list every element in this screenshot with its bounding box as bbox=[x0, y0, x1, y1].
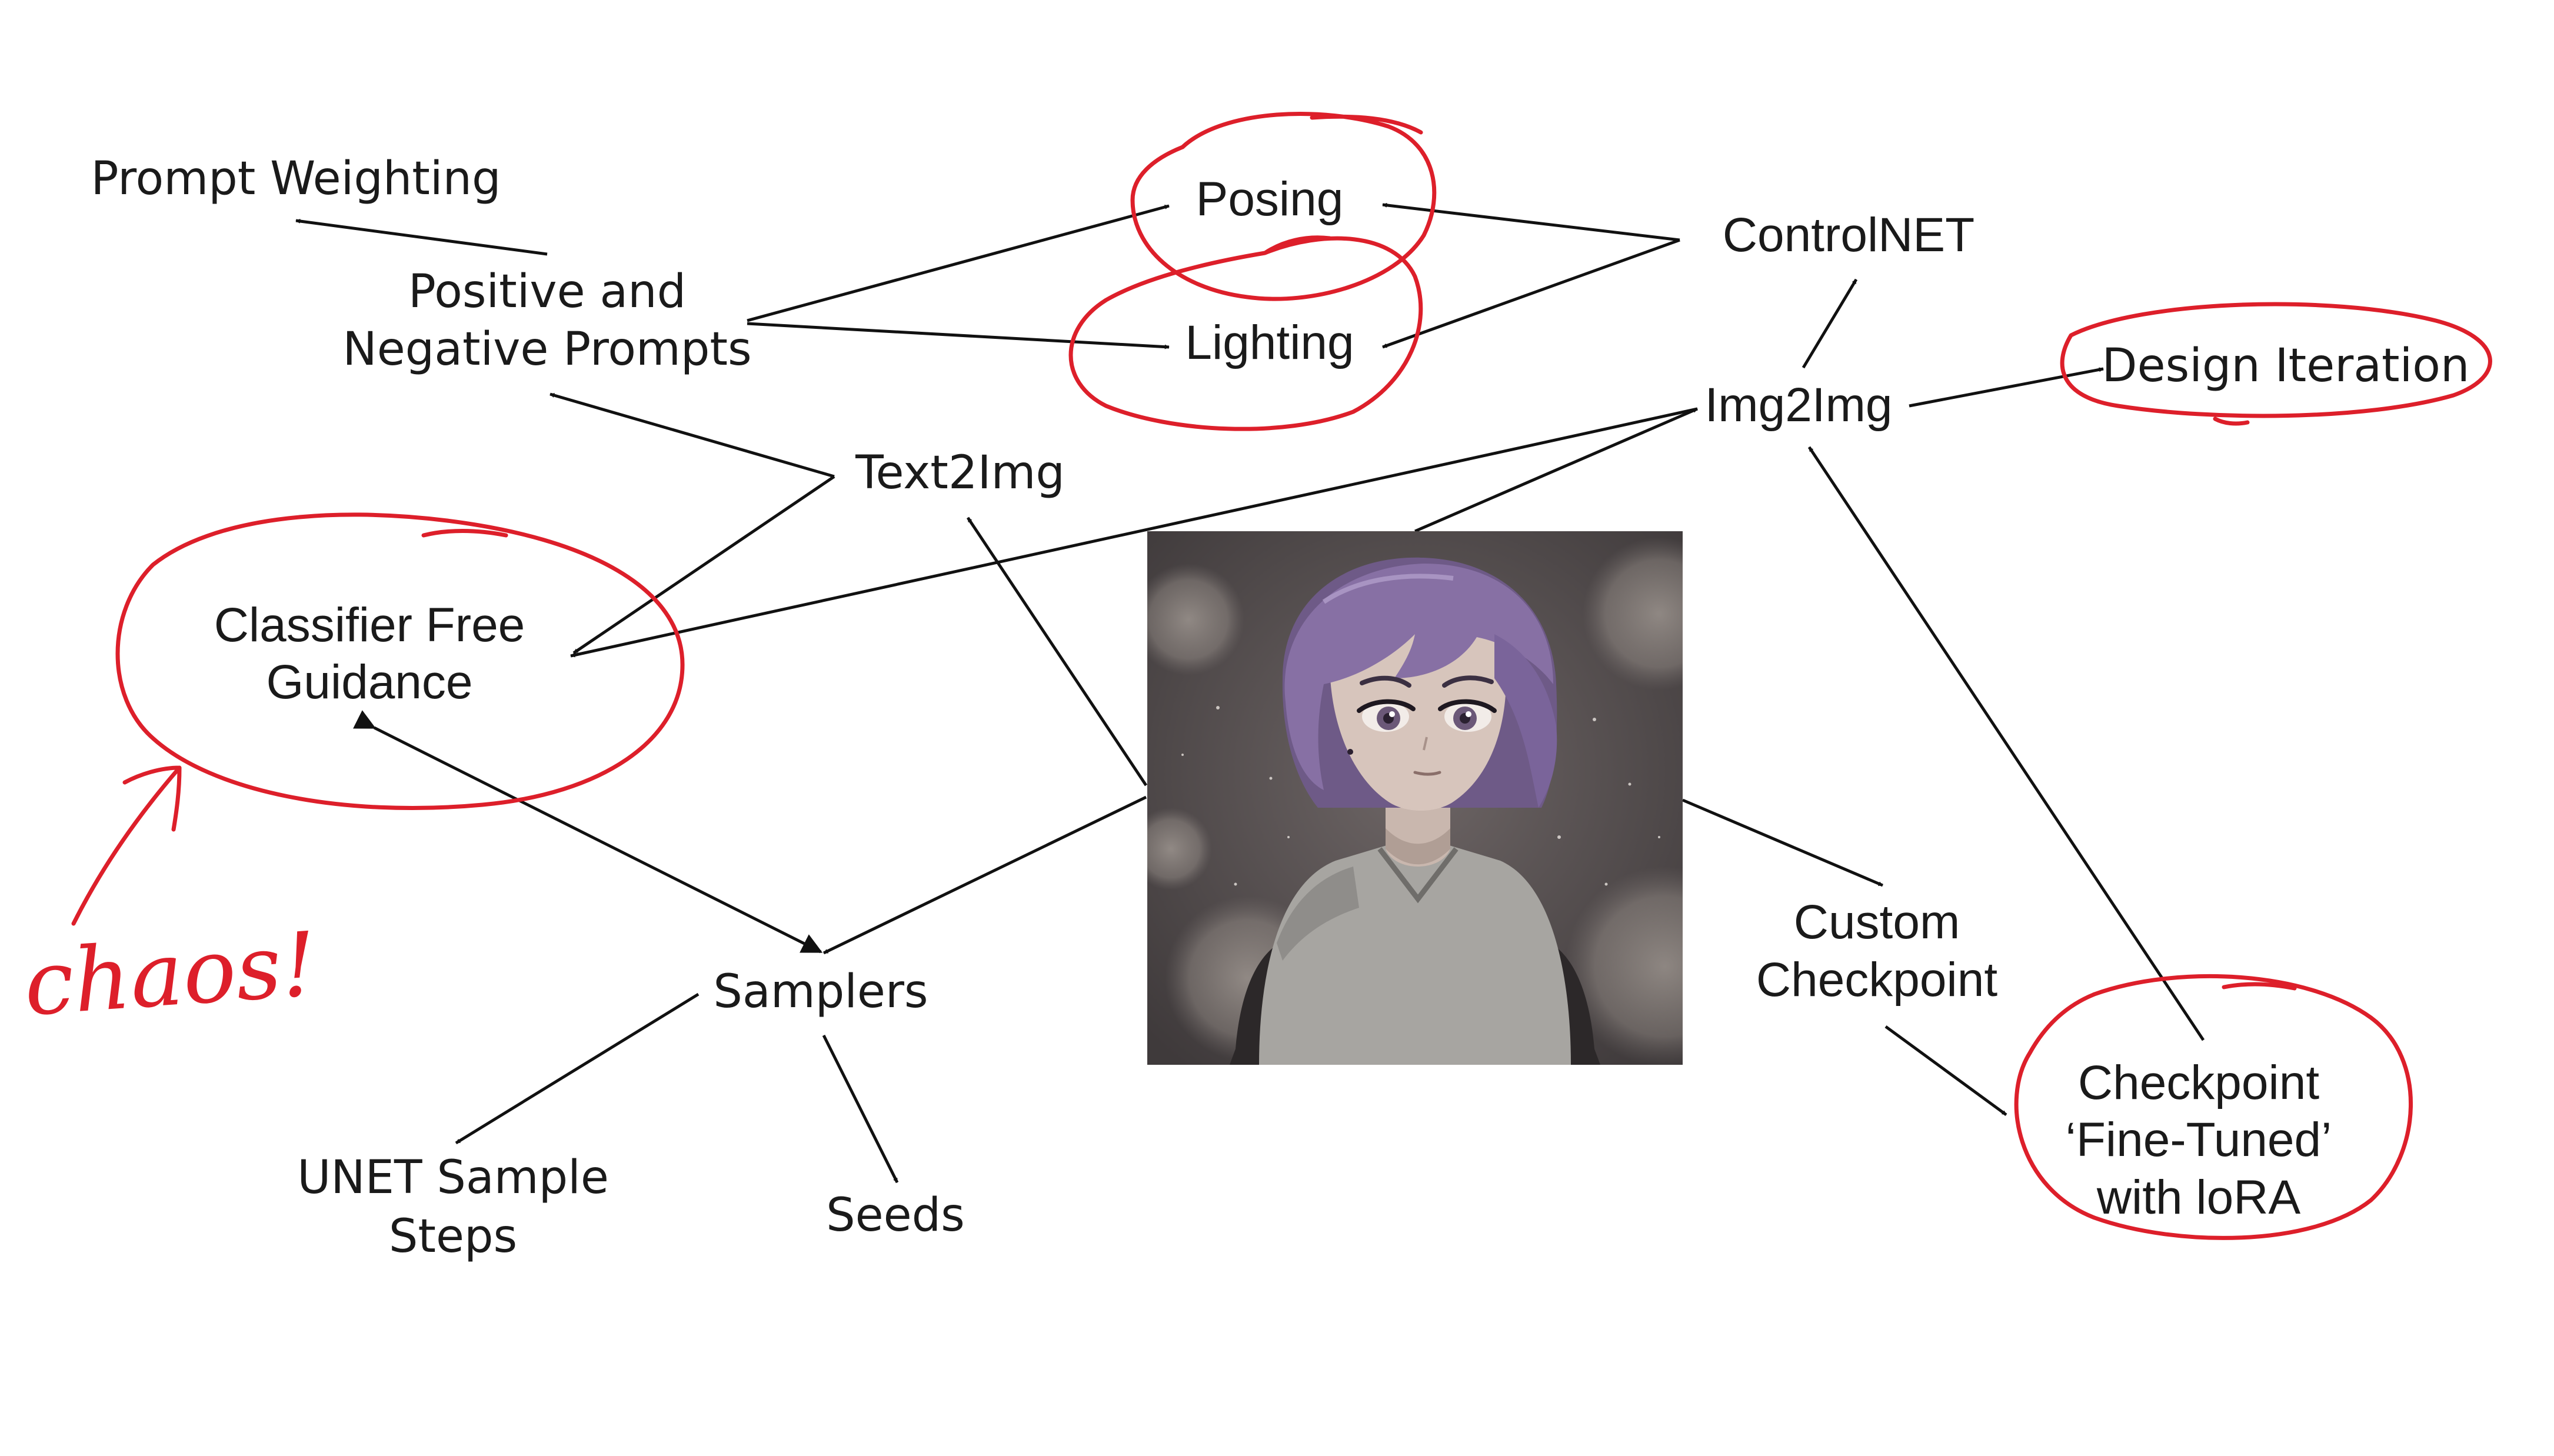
node-unet-line2: Steps bbox=[389, 1210, 517, 1263]
handwritten-chaos-note: chaos! bbox=[21, 914, 320, 1036]
node-samplers: Samplers bbox=[713, 965, 928, 1018]
node-posing: Posing bbox=[1196, 172, 1344, 226]
node-design-iteration: Design Iteration bbox=[2102, 339, 2470, 392]
circle-classifier-free-guidance bbox=[115, 512, 685, 811]
node-lighting: Lighting bbox=[1185, 316, 1354, 369]
circle-lighting bbox=[1068, 235, 1423, 431]
edge-cfg-samplers-bidirectional bbox=[352, 710, 823, 954]
edge-text2img-to-cfg bbox=[572, 475, 835, 655]
circle-posing bbox=[1130, 111, 1437, 301]
edge-img2img-to-cfg bbox=[570, 407, 1698, 658]
edges bbox=[295, 202, 2205, 1184]
node-text2img: Text2Img bbox=[855, 447, 1065, 499]
circle-finetuned-lora bbox=[2014, 974, 2413, 1240]
generated-portrait-image bbox=[1147, 531, 1683, 1065]
edge-samplers-to-unet bbox=[455, 992, 700, 1145]
edge-image-to-samplers bbox=[823, 795, 1147, 955]
node-unet-line1: UNET Sample bbox=[297, 1151, 609, 1204]
node-cfg-line1: Classifier Free bbox=[214, 598, 525, 652]
edge-image-to-custom-checkpoint bbox=[1682, 798, 1883, 887]
edge-text2img-to-positive bbox=[550, 392, 835, 478]
edge-image-to-img2img bbox=[1414, 407, 1698, 533]
edge-samplers-to-seeds bbox=[822, 1034, 899, 1184]
node-prompt-weighting: Prompt Weighting bbox=[91, 152, 501, 205]
node-finetuned-line2: ‘Fine-Tuned’ bbox=[2066, 1113, 2332, 1167]
node-finetuned-line1: Checkpoint bbox=[2078, 1056, 2319, 1110]
edge-finetuned-to-img2img bbox=[1807, 446, 2205, 1041]
edge-positive-to-prompt-weighting bbox=[295, 218, 548, 256]
node-labels: Prompt Weighting Positive and Negative P… bbox=[91, 152, 2470, 1263]
node-custom-checkpoint-line2: Checkpoint bbox=[1756, 953, 1997, 1007]
edge-image-to-text2img bbox=[966, 517, 1148, 787]
node-controlnet: ControlNET bbox=[1723, 208, 1974, 262]
node-positive-negative-line1: Positive and bbox=[408, 265, 686, 318]
red-annotations: chaos! bbox=[21, 111, 2492, 1240]
edge-positive-to-posing bbox=[747, 204, 1170, 322]
arrow-chaos-to-cfg bbox=[71, 765, 182, 926]
edge-positive-to-lighting bbox=[747, 322, 1170, 349]
edge-controlnet-to-lighting bbox=[1382, 238, 1680, 349]
node-finetuned-line3: with loRA bbox=[2096, 1171, 2301, 1224]
edge-img2img-to-design-iteration bbox=[1909, 367, 2104, 408]
edge-img2img-to-controlnet bbox=[1802, 278, 1858, 369]
circle-design-iteration bbox=[2060, 302, 2492, 426]
node-positive-negative-line2: Negative Prompts bbox=[342, 323, 751, 376]
edge-custom-to-finetuned bbox=[1884, 1025, 2007, 1117]
node-seeds: Seeds bbox=[826, 1189, 965, 1242]
node-img2img: Img2Img bbox=[1705, 378, 1893, 432]
node-custom-checkpoint-line1: Custom bbox=[1794, 895, 1960, 949]
node-cfg-line2: Guidance bbox=[266, 655, 472, 709]
